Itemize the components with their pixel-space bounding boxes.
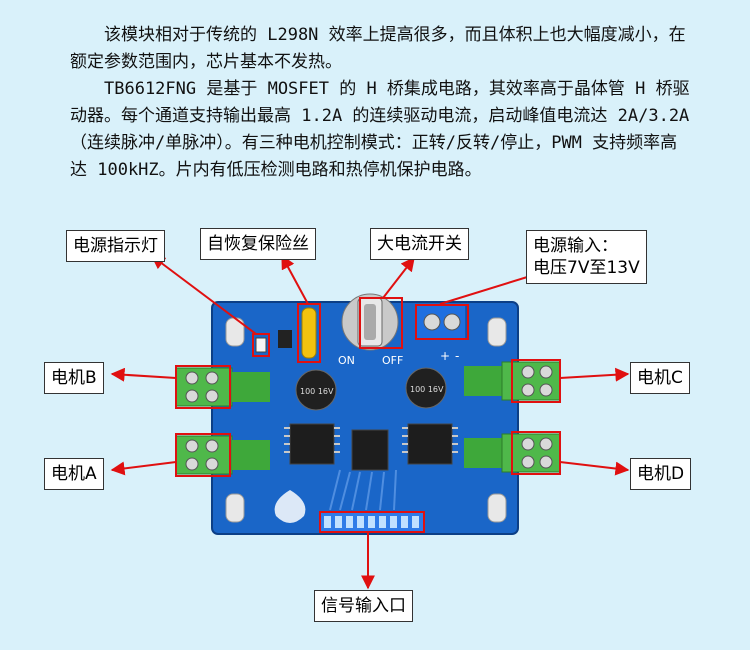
highlight-motor-a xyxy=(175,433,231,477)
power-plus-label: + xyxy=(440,349,450,363)
highlight-switch xyxy=(359,297,403,349)
highlight-boxes xyxy=(175,297,561,533)
highlight-power-led xyxy=(252,333,270,357)
power-terminal xyxy=(415,304,467,340)
mounting-holes xyxy=(225,317,507,523)
power-led xyxy=(255,337,267,353)
smd-part xyxy=(278,330,292,348)
motor-a-terminal xyxy=(175,435,270,475)
driver-chips xyxy=(289,423,453,471)
toggle-switch xyxy=(341,293,399,351)
label-motor-d: 电机D xyxy=(630,458,692,490)
pcb-traces xyxy=(329,469,397,511)
intro-paragraph-2: TB6612FNG 是基于 MOSFET 的 H 桥集成电路，其效率高于晶体管 … xyxy=(70,79,690,180)
highlight-motor-c xyxy=(511,359,561,403)
label-power-input: 电源输入： 电压7V至13V xyxy=(526,230,647,284)
switch-off-label: OFF xyxy=(382,354,403,367)
highlight-motor-b xyxy=(175,365,231,409)
switch-on-label: ON xyxy=(338,354,355,367)
svg-text:100 16V: 100 16V xyxy=(410,385,444,394)
highlight-power-input xyxy=(415,304,469,340)
label-motor-c: 电机C xyxy=(630,362,690,394)
power-minus-label: - xyxy=(455,349,459,363)
label-power-led: 电源指示灯 xyxy=(66,230,165,262)
label-motor-b: 电机B xyxy=(44,362,104,394)
label-switch: 大电流开关 xyxy=(370,228,469,260)
motor-b-terminal xyxy=(175,367,270,407)
intro-text: 该模块相对于传统的 L298N 效率上提高很多，而且体积上也大幅度减小，在额定参… xyxy=(70,22,690,184)
highlight-fuse xyxy=(297,303,321,363)
label-motor-a: 电机A xyxy=(44,458,104,490)
logo-drop xyxy=(274,490,306,523)
intro-paragraph-1: 该模块相对于传统的 L298N 效率上提高很多，而且体积上也大幅度减小，在额定参… xyxy=(70,25,686,72)
capacitor-right: 100 16V xyxy=(405,367,447,409)
label-signal-input: 信号输入口 xyxy=(314,590,413,622)
motor-d-terminal xyxy=(464,433,561,473)
svg-text:100 16V: 100 16V xyxy=(300,387,334,396)
capacitor-left: 100 16V xyxy=(295,369,337,411)
label-fuse: 自恢复保险丝 xyxy=(200,228,316,260)
signal-pin-header xyxy=(319,511,425,533)
fuse-component xyxy=(301,307,317,359)
highlight-motor-d xyxy=(511,431,561,475)
highlight-signal xyxy=(319,511,425,533)
